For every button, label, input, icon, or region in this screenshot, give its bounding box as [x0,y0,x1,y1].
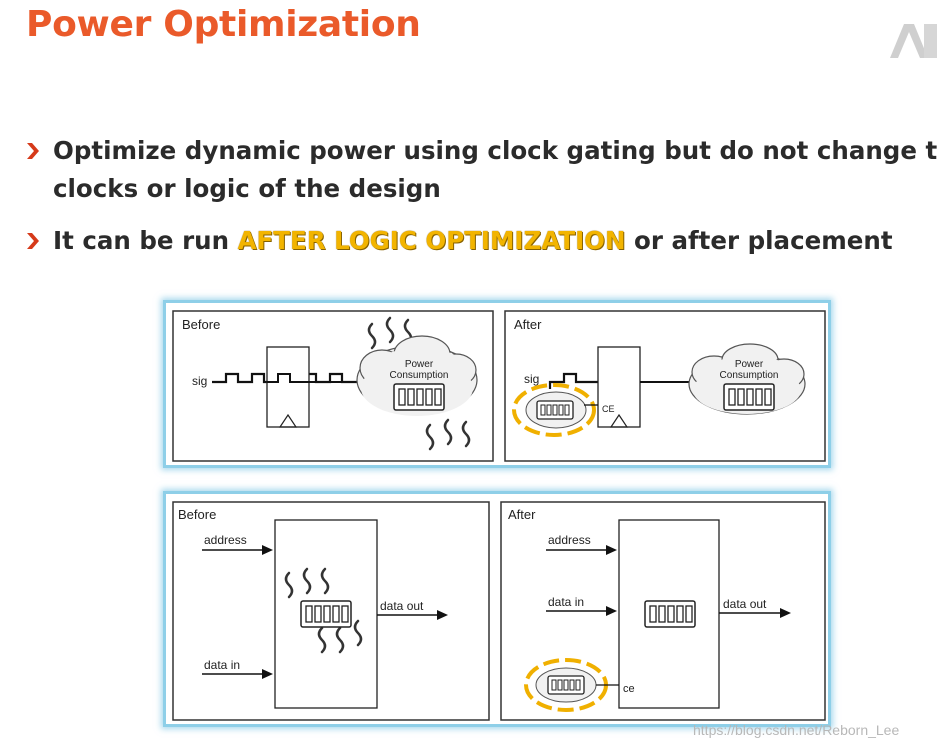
data-in-label: data in [548,595,584,609]
before-label: Before [178,507,216,522]
memory-before-panel: Before address data in data out [172,501,490,721]
top-diagram-frame: Before sig Power Consumption [163,300,831,468]
battery-icon [644,600,696,628]
chevron-right-icon [27,233,39,249]
bullet-2-text-end: or after placement [625,226,893,255]
data-in-label: data in [204,658,240,672]
gate-highlight-ring [512,383,596,437]
bullet-2-text-start: It can be run [53,226,238,255]
address-label: address [204,533,247,547]
cloud-label-2: Consumption [390,370,449,381]
flip-flop [597,346,641,428]
data-out-label: data out [723,597,767,611]
flip-flop [266,346,310,428]
gated-waveform [548,372,598,389]
after-label: After [508,507,536,522]
address-label: address [548,533,591,547]
heat-waves-icon [284,567,363,654]
company-logo-fragment [884,18,937,68]
battery-icon [300,600,352,628]
memory-after-panel: After address data in data out ce [500,501,826,721]
clock-gate-cloud-icon [535,667,597,703]
ce-label: CE [602,404,615,414]
cloud-label-1: Power [735,359,764,370]
sig-label: sig [524,372,539,386]
clock-gating-after-panel: After sig CE Power Consumption [504,310,826,462]
data-out-label: data out [380,599,424,613]
slide-title: Power Optimization [26,4,421,45]
bottom-diagram-frame: Before address data in data out [163,491,831,727]
bullet-1-line-1: Optimize dynamic power using clock gatin… [53,136,937,165]
battery-icon [393,383,445,411]
ce-label: ce [623,683,635,695]
sig-label: sig [192,374,207,388]
bullet-1-line-2: clocks or logic of the design [53,174,441,203]
chevron-right-icon [27,143,39,159]
clock-gate-cloud-icon [525,391,587,429]
clock-gating-before-panel: Before sig Power Consumption [172,310,494,462]
cloud-label-2: Consumption [720,370,779,381]
before-label: Before [182,317,220,332]
bullet-2-highlight: AFTER LOGIC OPTIMIZATION [237,226,626,255]
watermark: https://blog.csdn.net/Reborn_Lee [693,722,900,738]
cloud-label-1: Power [405,359,434,370]
after-label: After [514,317,542,332]
battery-icon [723,383,775,411]
